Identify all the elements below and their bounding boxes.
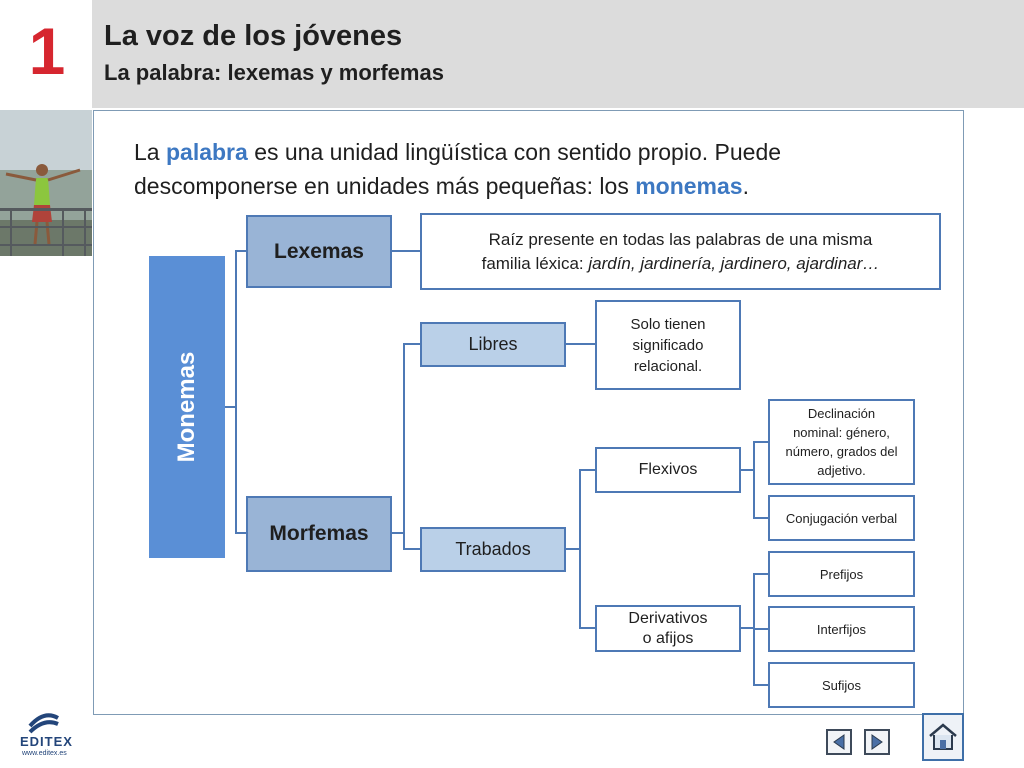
interfijos-node: Interfijos — [768, 606, 915, 652]
libres-label: Libres — [468, 334, 518, 354]
connector — [753, 573, 768, 575]
home-icon — [929, 723, 957, 750]
connector — [579, 627, 595, 629]
derivativos-line1: Derivativos — [628, 609, 708, 627]
lexemas-definition-examples: jardín, jardinería, jardinero, ajardinar… — [588, 253, 880, 273]
connector — [579, 469, 595, 471]
prev-arrow-icon — [833, 734, 845, 750]
flexivos-node: Flexivos — [595, 447, 741, 493]
connector — [391, 250, 420, 252]
header-band — [92, 0, 1024, 108]
connector — [739, 627, 754, 629]
connector — [403, 343, 420, 345]
next-button[interactable] — [864, 729, 890, 755]
prefijos-node: Prefijos — [768, 551, 915, 597]
lexemas-definition-line2: familia léxica: jardín, jardinería, jard… — [482, 252, 880, 276]
interfijos-label: Interfijos — [816, 621, 867, 637]
connector — [235, 532, 246, 534]
connector — [225, 406, 236, 408]
lexemas-definition: Raíz presente en todas las palabras de u… — [420, 213, 941, 290]
unit-number: 1 — [28, 14, 66, 88]
intro-paragraph: La palabra es una unidad lingüística con… — [134, 135, 934, 203]
intro-highlight-monemas: monemas — [635, 173, 743, 199]
prev-button[interactable] — [826, 729, 852, 755]
connector — [753, 517, 768, 519]
monemas-label: Monemas — [173, 351, 200, 463]
prefijos-label: Prefijos — [819, 566, 864, 582]
header-photo — [0, 110, 92, 256]
connector — [235, 250, 237, 534]
morfemas-node: Morfemas — [246, 496, 392, 572]
morfemas-label: Morfemas — [269, 522, 369, 545]
home-button[interactable] — [922, 713, 964, 761]
connector — [753, 441, 755, 518]
declinacion-line1: Declinación — [807, 406, 876, 421]
connector — [565, 343, 595, 345]
editex-logo-url: www.editex.es — [22, 750, 67, 757]
intro-text-1: La — [134, 139, 166, 165]
connector — [235, 250, 246, 252]
libres-definition-line1: Solo tienen — [630, 315, 706, 333]
connector — [753, 441, 768, 443]
photo-illustration — [0, 110, 92, 256]
libres-definition: Solo tienen significado relacional. — [595, 300, 741, 390]
libres-definition-line3: relacional. — [633, 357, 703, 375]
trabados-node: Trabados — [420, 527, 566, 572]
derivativos-line2: o afijos — [642, 629, 694, 647]
conjugacion-label: Conjugación verbal — [785, 510, 898, 526]
libres-node: Libres — [420, 322, 566, 367]
declinacion-line3: número, grados del — [785, 444, 898, 459]
declinacion-node: Declinación nominal: género, número, gra… — [768, 399, 915, 485]
monemas-node — [149, 256, 225, 558]
connector — [753, 684, 768, 686]
derivativos-node: Derivativos o afijos — [595, 605, 741, 652]
lexemas-node: Lexemas — [246, 215, 392, 288]
intro-highlight-palabra: palabra — [165, 139, 248, 165]
declinacion-line4: adjetivo. — [817, 463, 866, 478]
sufijos-label: Sufijos — [821, 677, 862, 693]
connector — [565, 548, 580, 550]
declinacion-line2: nominal: género, — [793, 425, 890, 440]
intro-text-2: es una unidad lingüística con sentido pr… — [134, 139, 782, 199]
connector — [753, 628, 768, 630]
connector — [739, 469, 754, 471]
flexivos-label: Flexivos — [638, 461, 698, 478]
connector — [403, 343, 405, 549]
connector — [391, 532, 404, 534]
page-subtitle: La palabra: lexemas y morfemas — [104, 60, 444, 85]
trabados-label: Trabados — [455, 539, 531, 559]
editex-logo-icon — [28, 713, 59, 734]
editex-logo-text: EDITEX — [20, 734, 73, 749]
next-arrow-icon — [871, 734, 883, 750]
conjugacion-node: Conjugación verbal — [768, 495, 915, 541]
intro-text-3: . — [742, 173, 749, 199]
connector — [579, 469, 581, 628]
lexemas-label: Lexemas — [274, 239, 364, 263]
lexemas-definition-line1: Raíz presente en todas las palabras de u… — [488, 229, 873, 249]
page-title: La voz de los jóvenes — [104, 20, 403, 52]
lexemas-definition-prefix: familia léxica: — [481, 253, 589, 273]
connector — [403, 548, 420, 550]
libres-definition-line2: significado — [632, 336, 704, 354]
sufijos-node: Sufijos — [768, 662, 915, 708]
